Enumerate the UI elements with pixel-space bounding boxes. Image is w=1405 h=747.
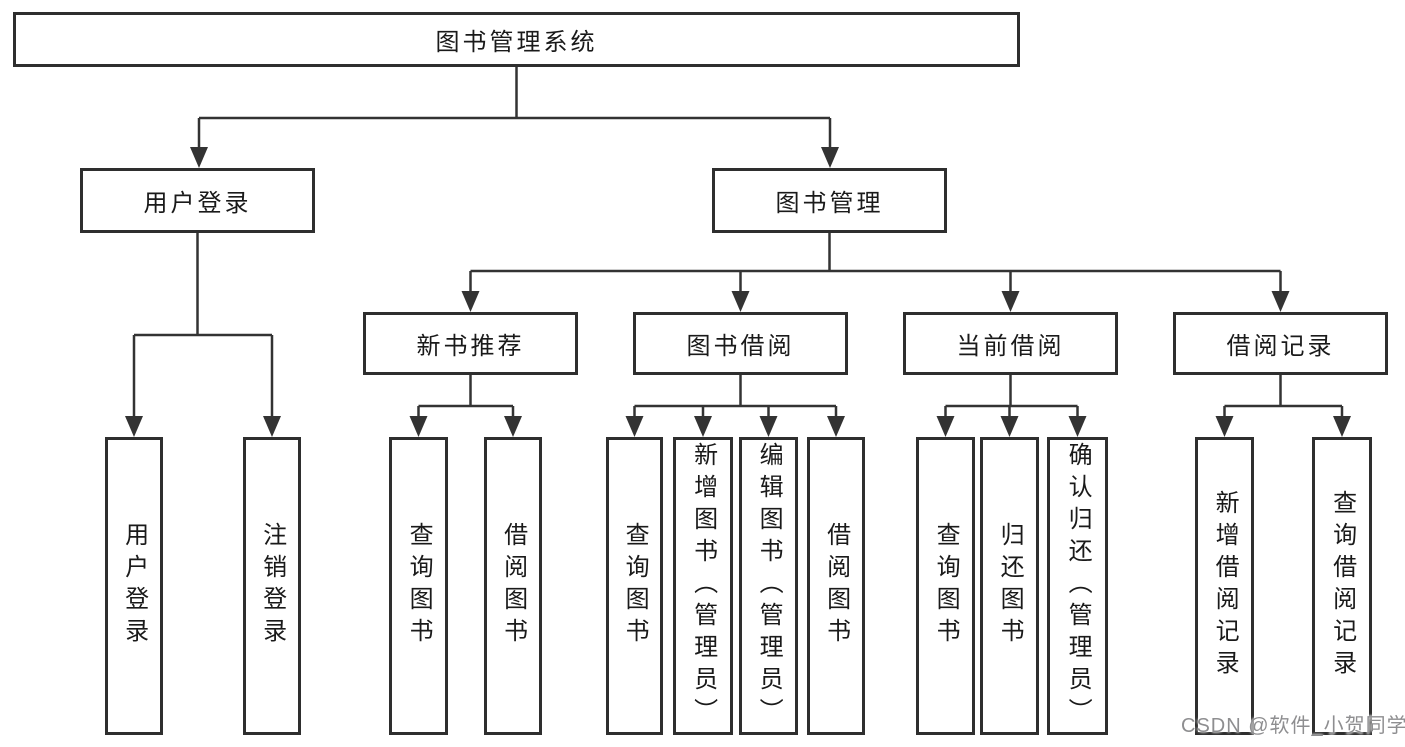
leaf-label: 归还图书 <box>996 522 1024 650</box>
node-label: 图书管理 <box>775 190 884 217</box>
leaf-label: 新增图书（管理员） <box>689 442 717 730</box>
leaf-query-books-borrowing: 查询图书 <box>606 437 663 735</box>
node-book-management: 图书管理 <box>712 168 947 233</box>
leaf-query-books-current: 查询图书 <box>916 437 975 735</box>
node-label: 图书管理系统 <box>435 29 598 56</box>
node-user-login: 用户登录 <box>80 168 315 233</box>
node-label: 用户登录 <box>143 190 252 217</box>
leaf-query-borrow-record: 查询借阅记录 <box>1312 437 1372 735</box>
leaf-label: 借阅图书 <box>822 522 850 650</box>
arrowheads <box>125 147 1351 437</box>
node-label: 借阅记录 <box>1226 333 1335 360</box>
node-book-borrowing: 图书借阅 <box>633 312 848 375</box>
leaf-label: 编辑图书（管理员） <box>755 442 783 730</box>
node-borrow-records: 借阅记录 <box>1173 312 1388 375</box>
node-root: 图书管理系统 <box>13 12 1020 67</box>
leaf-borrow-books-borrowing: 借阅图书 <box>807 437 865 735</box>
leaf-label: 确认归还（管理员） <box>1064 442 1092 730</box>
node-new-book-recommend: 新书推荐 <box>363 312 578 375</box>
leaf-edit-book-admin: 编辑图书（管理员） <box>739 437 798 735</box>
node-current-borrowing: 当前借阅 <box>903 312 1118 375</box>
leaf-label: 新增借阅记录 <box>1211 490 1239 682</box>
leaf-query-books-recommend: 查询图书 <box>389 437 448 735</box>
leaf-logout: 注销登录 <box>243 437 301 735</box>
connector-path <box>132 67 1344 424</box>
leaf-add-book-admin: 新增图书（管理员） <box>673 437 733 735</box>
leaf-label: 查询图书 <box>932 522 960 650</box>
watermark: CSDN @软件_小贺同学 <box>1181 715 1405 737</box>
leaf-add-borrow-record: 新增借阅记录 <box>1195 437 1254 735</box>
leaf-label: 查询图书 <box>405 522 433 650</box>
leaf-label: 查询图书 <box>621 522 649 650</box>
leaf-confirm-return-admin: 确认归还（管理员） <box>1047 437 1108 735</box>
leaf-borrow-books-recommend: 借阅图书 <box>484 437 542 735</box>
node-label: 图书借阅 <box>686 333 795 360</box>
node-label: 当前借阅 <box>956 333 1065 360</box>
node-label: 新书推荐 <box>416 333 525 360</box>
leaf-label: 用户登录 <box>120 522 148 650</box>
leaf-label: 查询借阅记录 <box>1328 490 1356 682</box>
leaf-label: 借阅图书 <box>499 522 527 650</box>
leaf-return-books: 归还图书 <box>980 437 1039 735</box>
leaf-user-login: 用户登录 <box>105 437 163 735</box>
leaf-label: 注销登录 <box>258 522 286 650</box>
